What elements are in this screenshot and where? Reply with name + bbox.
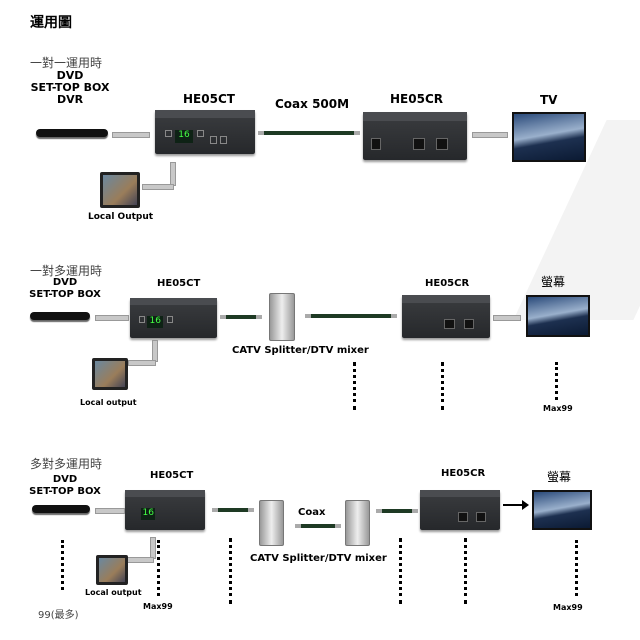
- hdmi-cable: [95, 315, 129, 321]
- catv-splitter: [269, 293, 295, 341]
- receiver-he05cr: [363, 112, 467, 160]
- dotted-line: [353, 362, 356, 410]
- source-stb: SET-TOP BOX: [30, 81, 110, 94]
- dotted-line: [61, 540, 64, 590]
- coax-label: Coax: [298, 507, 326, 518]
- source-dvd: DVD: [52, 277, 78, 288]
- max-rx-label: Max99: [553, 603, 583, 612]
- source-stb: SET-TOP BOX: [29, 486, 101, 497]
- catv-splitter: [259, 500, 284, 546]
- splitter-label: CATV Splitter/DTV mixer: [250, 553, 387, 564]
- dotted-line: [229, 538, 232, 604]
- transmitter-label: HE05CT: [183, 92, 235, 106]
- sources-max-label: 99(最多): [38, 610, 79, 621]
- dvd-player: [30, 312, 90, 320]
- source-dvr: DVR: [56, 93, 84, 106]
- coax-label: Coax 500M: [275, 97, 350, 111]
- lcd-display: 16: [147, 316, 164, 328]
- display-label: 螢幕: [541, 275, 566, 289]
- monitor-icon: [100, 172, 140, 208]
- receiver-he05cr: [402, 295, 490, 338]
- receiver-label: HE05CR: [390, 92, 443, 106]
- transmitter-he05ct: 16: [130, 298, 217, 338]
- coax-cable: [376, 509, 418, 513]
- hdmi-cable: [493, 315, 521, 321]
- dotted-line: [555, 362, 558, 400]
- hdmi-cable: [150, 537, 156, 559]
- source-dvd: DVD: [52, 474, 78, 485]
- local-output-label: Local output: [80, 398, 137, 407]
- dvd-player: [36, 129, 108, 137]
- lcd-display: 16: [175, 129, 193, 143]
- hdmi-cable: [126, 557, 154, 563]
- transmitter-label: HE05CT: [157, 278, 201, 289]
- coax-cable: [258, 131, 360, 135]
- catv-splitter: [345, 500, 370, 546]
- monitor-icon: [92, 358, 128, 390]
- receiver-label: HE05CR: [425, 278, 470, 289]
- local-output-label: Local output: [85, 588, 142, 597]
- dotted-line: [399, 538, 402, 604]
- dotted-line: [441, 362, 444, 410]
- arrow-icon: [503, 504, 523, 506]
- hdmi-cable: [170, 162, 176, 186]
- transmitter-label: HE05CT: [150, 470, 194, 481]
- display-label: TV: [540, 93, 558, 107]
- section-one-to-one-heading: 一對一運用時: [30, 56, 103, 70]
- hdmi-cable: [152, 340, 158, 362]
- lcd-display: 16: [141, 508, 156, 520]
- local-output-label: Local Output: [88, 212, 154, 222]
- monitor-icon: [96, 555, 128, 585]
- transmitter-he05ct: 16: [155, 110, 255, 154]
- coax-cable: [305, 314, 397, 318]
- coax-cable: [220, 315, 262, 319]
- max-label: Max99: [543, 404, 573, 413]
- display-label: 螢幕: [547, 470, 572, 484]
- hdmi-cable: [472, 132, 508, 138]
- tv-icon: [532, 490, 592, 530]
- max-tx-label: Max99: [143, 602, 173, 611]
- receiver-he05cr: [420, 490, 500, 530]
- arrow-head-icon: [522, 500, 529, 510]
- hdmi-cable: [142, 184, 174, 190]
- dotted-line: [575, 540, 578, 596]
- hdmi-cable: [128, 360, 156, 366]
- source-dvd: DVD: [56, 69, 84, 82]
- section-many-to-many-heading: 多對多運用時: [30, 457, 103, 471]
- section-one-to-many-heading: 一對多運用時: [30, 264, 103, 278]
- tv-icon: [512, 112, 586, 162]
- splitter-label: CATV Splitter/DTV mixer: [232, 345, 369, 356]
- hdmi-cable: [95, 508, 125, 514]
- dotted-line: [464, 538, 467, 604]
- coax-cable: [295, 524, 341, 528]
- source-stb: SET-TOP BOX: [29, 289, 101, 300]
- dotted-line: [157, 540, 160, 596]
- tv-icon: [526, 295, 590, 337]
- coax-cable: [212, 508, 254, 512]
- receiver-label: HE05CR: [441, 468, 486, 479]
- page-title: 運用圖: [30, 15, 72, 31]
- transmitter-he05ct: 16: [125, 490, 205, 530]
- hdmi-cable: [112, 132, 150, 138]
- dvd-player: [32, 505, 90, 513]
